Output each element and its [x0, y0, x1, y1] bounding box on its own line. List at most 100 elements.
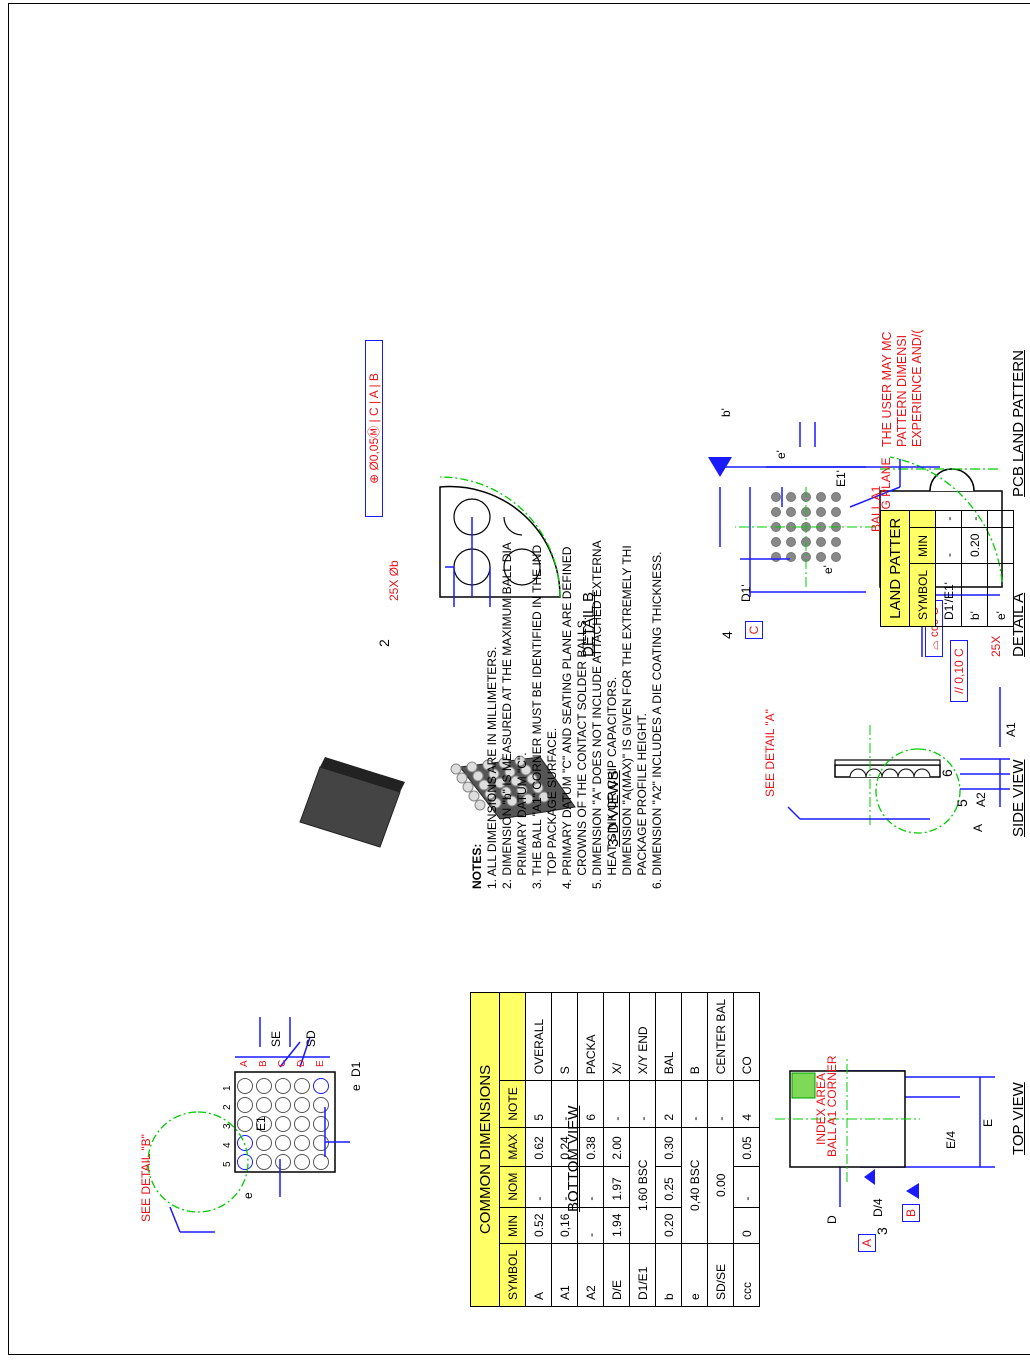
land-pad	[816, 507, 826, 517]
dims-nom: -	[577, 1166, 604, 1208]
dims-description: S	[551, 992, 578, 1081]
dim-a-label: A	[971, 823, 985, 832]
warning-line: EXPERIENCE AND/(	[910, 329, 924, 447]
dim-a1-label: A1	[1004, 722, 1018, 737]
note-line: 2. DIMENSION "b" IS MEASURED AT THE MAXI…	[500, 542, 514, 889]
dims-symbol: D1/E1	[629, 1243, 656, 1307]
solder-ball	[237, 1154, 253, 1170]
land-symbol: b'	[961, 563, 988, 627]
3d-solder-ball	[456, 772, 468, 784]
dims-description: X/	[603, 992, 630, 1081]
land-header-cell: MIN	[909, 527, 936, 564]
note-line: DIMENSION "A(MAX)" IS GIVEN FOR THE EXTR…	[620, 545, 634, 889]
dims-note: -	[707, 1080, 734, 1128]
land-pad	[786, 492, 796, 502]
dims-description: B	[681, 992, 708, 1081]
land-header-cell: SYMBOL	[909, 563, 936, 627]
land-symbol: D1'/E1'	[935, 563, 962, 627]
dims-min: 0.20	[655, 1207, 682, 1244]
dims-note: -	[551, 1080, 578, 1128]
land-pad	[831, 507, 841, 517]
dims-note: -	[681, 1080, 708, 1128]
dims-symbol: D/E	[603, 1243, 630, 1307]
dims-description: PACKA	[577, 992, 604, 1081]
3d-solder-ball	[514, 755, 526, 767]
dim-e-prime: e'	[821, 565, 835, 574]
ball-column-number: 4	[222, 1142, 233, 1148]
ball-column-number: 5	[222, 1161, 233, 1167]
dims-note: -	[629, 1080, 656, 1128]
dims-symbol: SD/SE	[707, 1243, 734, 1307]
dim-se-label: SE	[269, 1030, 283, 1047]
note-line: 4. PRIMARY DATUM "C" AND SEATING PLANE A…	[560, 546, 574, 889]
solder-ball	[313, 1097, 329, 1113]
dim-e1-label: E1	[254, 1116, 268, 1131]
dims-span-value: 0.00	[707, 1127, 734, 1244]
dim-b-prime: b'	[719, 408, 733, 417]
3d-solder-ball	[478, 779, 490, 791]
see-detail-a-label: SEE DETAIL "A"	[763, 709, 777, 797]
index-area-label: INDEX AREA	[814, 1072, 828, 1145]
dims-nom: -	[551, 1166, 578, 1208]
dims-min: -	[577, 1207, 604, 1244]
dims-header-cell: SYMBOL	[499, 1243, 526, 1307]
dims-note: 2	[655, 1080, 682, 1128]
land-extra: -	[935, 510, 962, 528]
seating-plane-triangle	[708, 457, 732, 477]
note-line: PRIMARY DATUM "C".	[515, 752, 529, 889]
dims-symbol: ccc	[733, 1243, 760, 1307]
dim-sd-label: SD	[304, 1030, 318, 1047]
land-pad	[831, 492, 841, 502]
dim-e1-prime: E1'	[834, 470, 848, 487]
dims-min: 0,16	[551, 1207, 578, 1244]
dims-description: X/Y END	[629, 992, 656, 1081]
dims-nom: 1.97	[603, 1166, 630, 1208]
land-row: b'0.20-	[961, 510, 988, 627]
dims-description: BAL	[655, 992, 682, 1081]
solder-ball	[237, 1116, 253, 1132]
land-pad	[816, 537, 826, 547]
datum-a-box: A	[858, 1234, 876, 1252]
3d-solder-ball	[532, 782, 544, 794]
solder-ball	[256, 1154, 272, 1170]
dims-max: 0.62	[525, 1127, 552, 1167]
land-extra: -	[987, 510, 1014, 528]
ball-count-25x: 25X	[989, 635, 1003, 657]
dim-e-pitch-label: e	[241, 1192, 255, 1199]
dims-nom: 0.25	[655, 1166, 682, 1208]
datum-b-box: B	[902, 1204, 920, 1222]
land-pad	[786, 537, 796, 547]
dim-d4-label: D/4	[871, 1198, 885, 1217]
3d-solder-ball	[484, 788, 496, 800]
solder-ball	[256, 1116, 272, 1132]
dims-symbol: A1	[551, 1243, 578, 1307]
3d-solder-ball	[466, 761, 478, 773]
3d-solder-ball	[538, 791, 550, 803]
ball-column-number: 3	[222, 1123, 233, 1129]
dims-description: CO	[733, 992, 760, 1081]
solder-ball	[275, 1154, 291, 1170]
side-view-title: SIDE VIEW	[1010, 759, 1027, 837]
solder-ball	[275, 1097, 291, 1113]
land-row: e'--	[987, 510, 1014, 627]
dim-d-label: D	[825, 1215, 839, 1224]
land-pattern-title: LAND PATTER	[880, 510, 910, 627]
pcb-land-pattern-title: PCB LAND PATTERN	[1010, 350, 1027, 497]
position-datum-1: C	[367, 407, 381, 417]
pcb-land-graphic	[735, 487, 875, 587]
ball-diameter-label: 25X Øb	[387, 560, 401, 601]
parallelism-datum: C	[952, 648, 966, 657]
dims-max: 0,24	[551, 1127, 578, 1167]
dims-description: CENTER BAL	[707, 992, 734, 1081]
dims-min: 0.52	[525, 1207, 552, 1244]
solder-ball	[275, 1116, 291, 1132]
